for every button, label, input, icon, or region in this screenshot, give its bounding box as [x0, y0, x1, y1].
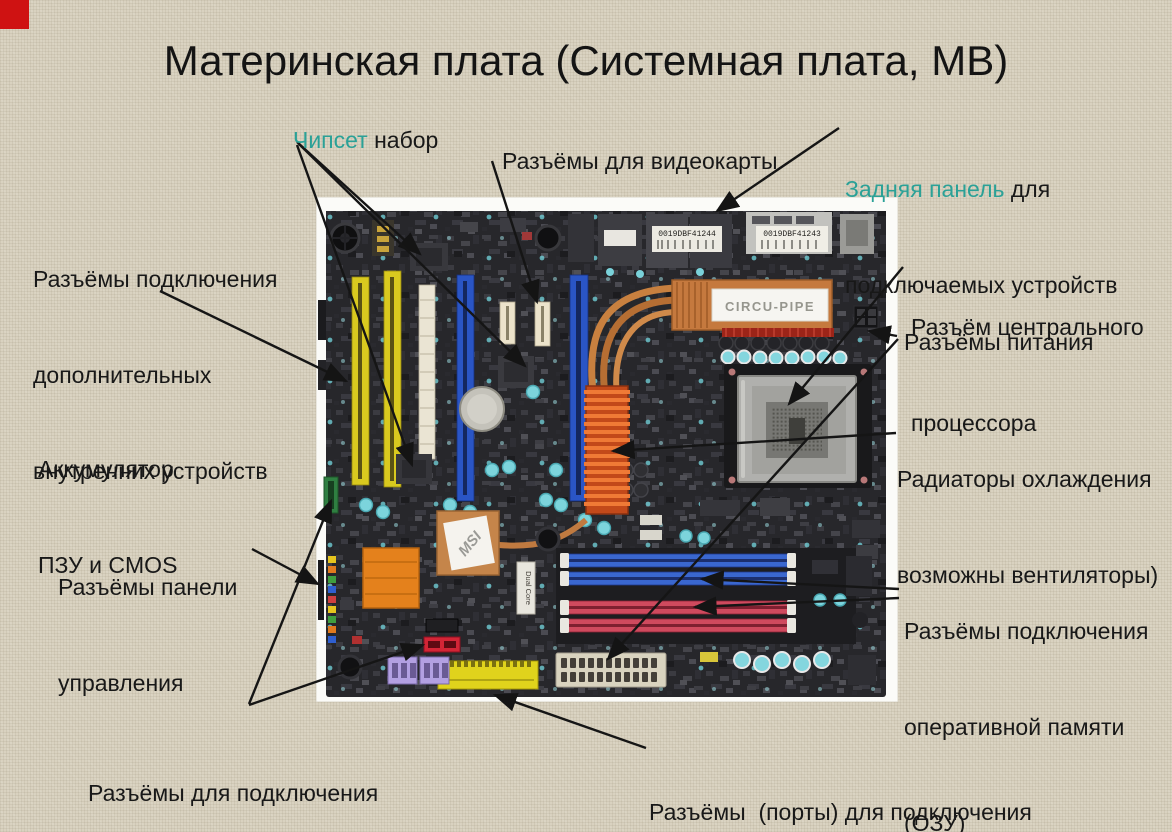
corner-marker	[0, 0, 29, 29]
atx-power-connector	[555, 652, 667, 688]
fan-top-left	[329, 222, 361, 254]
label-cpu: Разъём центрального процессора	[911, 314, 1144, 436]
cmos-battery	[459, 386, 505, 432]
label-back-panel-highlight: Задняя панель	[845, 176, 1005, 202]
southbridge-heatsink	[362, 547, 420, 609]
label-power: Разъёмы питания	[904, 329, 1094, 355]
motherboard-photo: 0019DBF41244 0019DBF41243	[316, 197, 898, 702]
barcode-sticker-left: 0019DBF41244	[658, 230, 716, 239]
circu-pipe-label: CIRCU-PIPE	[725, 299, 815, 314]
page-title: Материнская плата (Системная плата, МВ)	[163, 37, 1009, 84]
barcode-sticker-right: 0019DBF41243	[763, 230, 821, 239]
green-usb-header	[323, 476, 339, 514]
label-radiators: Радиаторы охлаждения возможны вентилятор…	[897, 466, 1159, 588]
yellow-port-connector	[437, 660, 539, 690]
fan-center	[535, 526, 561, 552]
msi-heatsink: MSI	[436, 510, 588, 576]
sata-connectors	[423, 618, 461, 653]
chipset-northbridge	[410, 243, 448, 271]
label-videocard: Разъёмы для видеокарты	[502, 148, 778, 174]
label-battery: Аккумулятор ПЗУ и CMOS	[38, 456, 178, 578]
dual-core-label: Dual Core	[516, 561, 536, 615]
fan-top-middle	[534, 224, 562, 252]
arrow-ports	[492, 693, 647, 750]
label-internal-devices: Разъёмы подключения дополнительных внутр…	[33, 266, 278, 484]
label-chipset: Чипсет набор	[293, 124, 438, 156]
label-control-panel: Разъёмы панели управления	[58, 574, 238, 696]
label-ram: Разъёмы подключения оперативной памяти (…	[904, 618, 1149, 832]
rear-io-panel: 0019DBF41244 0019DBF41243	[568, 212, 874, 278]
label-back-panel: Задняя панель для подключаемых устройств	[845, 176, 1118, 298]
label-chipset-highlight: Чипсет	[293, 127, 368, 153]
cpu-socket	[724, 364, 872, 488]
label-ports: Разъёмы (порты) для подключения внутренн…	[649, 799, 1032, 825]
label-sata-usb: Разъёмы для подключения SATA и USB устро…	[88, 780, 379, 806]
fan-bottom-left	[337, 654, 363, 680]
label-chipset-rest: набор	[367, 127, 439, 153]
arrow-control-panel	[251, 547, 321, 586]
svg-text:Dual Core: Dual Core	[524, 571, 533, 605]
ram-slots	[556, 548, 872, 644]
front-panel-pins	[328, 556, 336, 643]
